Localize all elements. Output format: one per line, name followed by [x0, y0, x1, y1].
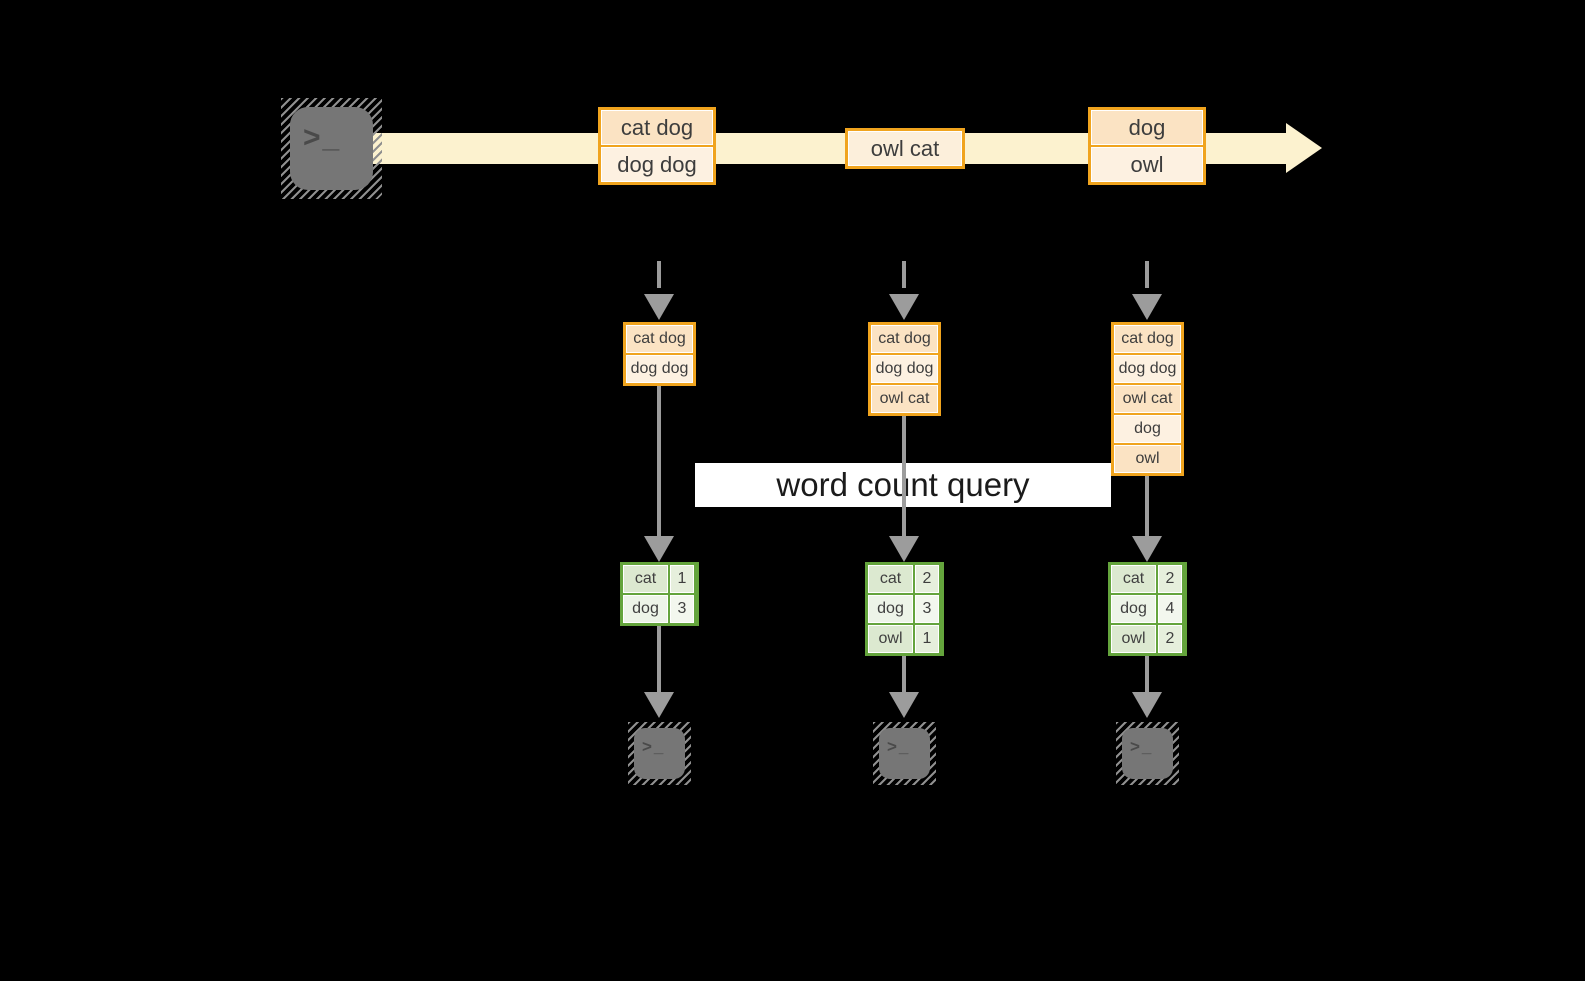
- wordcount-word-cell: dog: [623, 595, 668, 623]
- wordcount-count-cell: 4: [1158, 595, 1182, 623]
- terminal-prompt-glyph: >_: [642, 737, 666, 756]
- state-box-1-row: dog dog: [626, 355, 693, 383]
- arrow-table-to-sink-2-shaft: [902, 656, 906, 692]
- wordcount-word-cell: cat: [623, 565, 668, 593]
- terminal-prompt-glyph: >_: [1130, 737, 1154, 756]
- arrow-state-to-table-3-head-icon: [1132, 536, 1162, 562]
- sink-terminal-screen: >_: [879, 728, 930, 779]
- stream-batch-1-row-2: dog dog: [601, 147, 713, 182]
- state-box-3-row: owl cat: [1114, 385, 1181, 413]
- terminal-prompt-glyph: >_: [303, 121, 342, 154]
- sink-terminal-1-icon: >_: [628, 722, 691, 785]
- arrow-table-to-sink-3-shaft: [1145, 656, 1149, 692]
- state-box-2-row: dog dog: [871, 355, 938, 383]
- wordcount-count-cell: 2: [1158, 625, 1182, 653]
- arrow-state-to-table-1-head-icon: [644, 536, 674, 562]
- state-box-3: cat dog dog dog owl cat dog owl: [1111, 322, 1184, 476]
- state-box-1-row: cat dog: [626, 325, 693, 353]
- sink-terminal-3-icon: >_: [1116, 722, 1179, 785]
- stream-batch-2: owl cat: [845, 128, 965, 169]
- stream-batch-3: dog owl: [1088, 107, 1206, 185]
- wordcount-count-cell: 3: [915, 595, 939, 623]
- wordcount-table-3: cat 2 dog 4 owl 2: [1108, 562, 1187, 656]
- stream-batch-3-row-1: dog: [1091, 110, 1203, 145]
- wordcount-count-cell: 3: [670, 595, 694, 623]
- dashed-arrow-3-head-icon: [1132, 294, 1162, 320]
- dashed-arrow-3-shaft: [1145, 261, 1149, 288]
- state-box-3-row: owl: [1114, 445, 1181, 473]
- state-box-1: cat dog dog dog: [623, 322, 696, 386]
- state-box-3-row: cat dog: [1114, 325, 1181, 353]
- stream-batch-3-row-2: owl: [1091, 147, 1203, 182]
- arrow-state-to-table-2-shaft: [902, 415, 906, 536]
- dashed-arrow-1-shaft: [657, 261, 661, 288]
- wordcount-word-cell: dog: [1111, 595, 1156, 623]
- stream-batch-1: cat dog dog dog: [598, 107, 716, 185]
- sink-terminal-screen: >_: [1122, 728, 1173, 779]
- sink-terminal-screen: >_: [634, 728, 685, 779]
- wordcount-count-cell: 1: [915, 625, 939, 653]
- wordcount-count-cell: 2: [915, 565, 939, 593]
- wordcount-word-cell: owl: [1111, 625, 1156, 653]
- wordcount-table-1: cat 1 dog 3: [620, 562, 699, 626]
- arrow-state-to-table-1-shaft: [657, 384, 661, 536]
- wordcount-word-cell: owl: [868, 625, 913, 653]
- wordcount-word-cell: cat: [868, 565, 913, 593]
- source-terminal-icon: >_: [281, 98, 382, 199]
- wordcount-count-cell: 1: [670, 565, 694, 593]
- arrow-table-to-sink-1-head-icon: [644, 692, 674, 718]
- stream-batch-2-row-1: owl cat: [848, 131, 962, 166]
- state-box-2: cat dog dog dog owl cat: [868, 322, 941, 416]
- dashed-arrow-2-shaft: [902, 261, 906, 288]
- dashed-arrow-1-head-icon: [644, 294, 674, 320]
- terminal-prompt-glyph: >_: [887, 737, 911, 756]
- wordcount-table-2: cat 2 dog 3 owl 1: [865, 562, 944, 656]
- stream-arrow-head-icon: [1286, 123, 1322, 173]
- source-terminal-screen: >_: [290, 107, 373, 190]
- arrow-state-to-table-3-shaft: [1145, 474, 1149, 536]
- arrow-table-to-sink-3-head-icon: [1132, 692, 1162, 718]
- state-box-3-row: dog dog: [1114, 355, 1181, 383]
- wordcount-word-cell: cat: [1111, 565, 1156, 593]
- stream-batch-1-row-1: cat dog: [601, 110, 713, 145]
- state-box-2-row: cat dog: [871, 325, 938, 353]
- arrow-table-to-sink-2-head-icon: [889, 692, 919, 718]
- arrow-table-to-sink-1-shaft: [657, 626, 661, 692]
- wordcount-word-cell: dog: [868, 595, 913, 623]
- wordcount-count-cell: 2: [1158, 565, 1182, 593]
- sink-terminal-2-icon: >_: [873, 722, 936, 785]
- arrow-state-to-table-2-head-icon: [889, 536, 919, 562]
- state-box-2-row: owl cat: [871, 385, 938, 413]
- state-box-3-row: dog: [1114, 415, 1181, 443]
- dashed-arrow-2-head-icon: [889, 294, 919, 320]
